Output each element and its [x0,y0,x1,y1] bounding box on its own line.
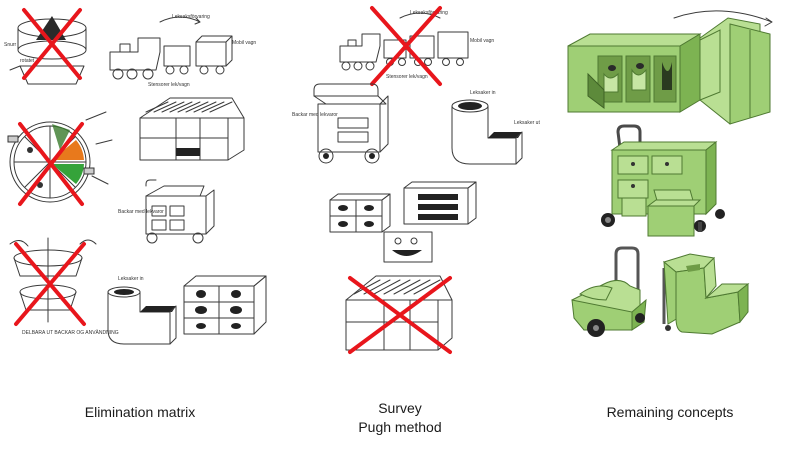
chute-out-label: Leksaker ut [514,120,540,126]
survey-column: Leksaksförvaring Mobil vagn Stensorer le… [292,6,540,354]
carousel-cross [22,8,82,80]
caption-line: Survey [378,400,422,416]
chute-in-label-left: Leksaker in [118,276,144,282]
dollhouse-sketch [139,97,245,161]
cart-sketch-survey: Backar med lekvaror [292,83,389,164]
drawer-box-sketch [183,275,267,335]
green-handle-cart-render [571,246,647,337]
train-label-right: Mobil vagn [232,40,256,46]
stacked-bowls-cross [14,242,86,326]
cart-label: Backar med lekvaror [118,209,164,215]
train-label-right-survey: Mobil vagn [470,38,494,44]
face-box-survey [383,231,433,263]
train-sketch: Leksaksförvaring Mobil vagn Stensorer le… [109,14,256,88]
drawer-box-survey [329,193,391,233]
cart-label-survey: Backar med lekvaror [292,112,338,118]
train-survey-cross [370,6,442,86]
train-label-top-survey: Leksaksförvaring [410,10,448,16]
caption-survey-pugh: Survey Pugh method [300,399,500,437]
elimination-column: Snurr rotatet Leksaksförvaring Mobil vag… [4,8,267,345]
chute-sketch: Leksaker in [107,276,177,345]
train-sketch-survey: Leksaksförvaring Mobil vagn Stensorer le… [339,10,494,80]
green-cabinet-render [567,10,773,125]
caption-elimination-matrix: Elimination matrix [40,403,240,422]
train-label-bottom: Stensorer lek/vagn [148,82,190,88]
remaining-column [567,10,773,337]
chute-in-label: Leksaker in [470,90,496,96]
stack-caption: DELBARA UT BACKAR OG ANVÄNDNING [22,329,119,336]
green-trolley-render [601,124,725,237]
caption-line: Remaining concepts [606,404,734,420]
green-chute-unit-render [662,253,750,335]
house-survey-cross [348,276,452,354]
striped-box-survey [403,181,477,225]
caption-line: Pugh method [358,419,442,435]
train-label-top: Leksaksförvaring [172,14,210,20]
cart-sketch: Backar med lekvaror [118,179,215,244]
caption-line: Elimination matrix [84,404,196,420]
chute-sketch-survey: Leksaker in Leksaker ut [451,90,540,165]
caption-remaining-concepts: Remaining concepts [570,403,770,422]
train-label-bottom-survey: Stensorer lek/vagn [386,74,428,80]
svg-text:Snurr: Snurr [4,42,17,48]
stacked-bowls-sketch: DELBARA UT BACKAR OG ANVÄNDNING [9,237,119,336]
svg-text:rotatet: rotatet [20,58,35,64]
rotating-wheel-cross [18,122,84,206]
